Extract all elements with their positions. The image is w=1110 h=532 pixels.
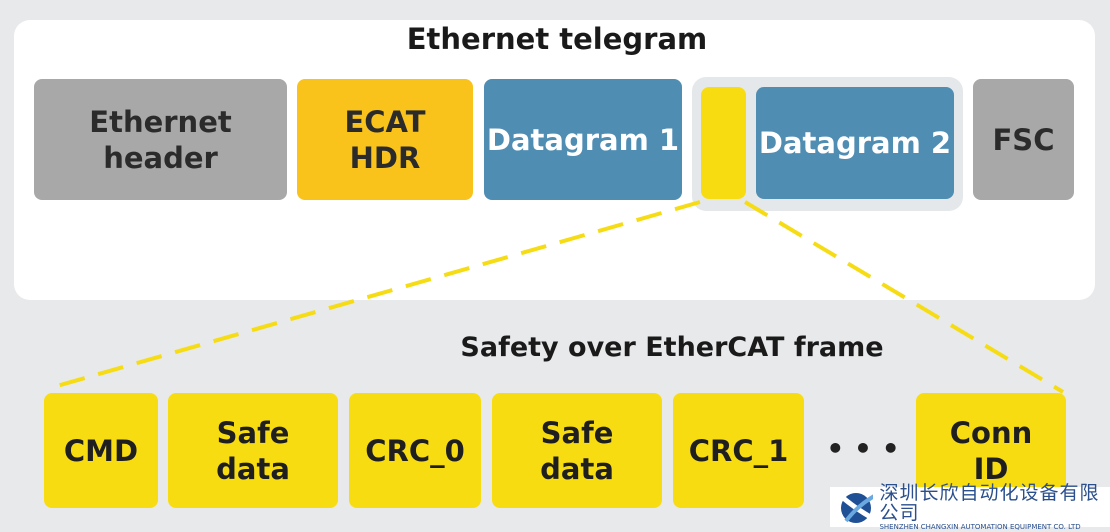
logo-english-name: SHENZHEN CHANGXIN AUTOMATION EQUIPMENT C… bbox=[879, 522, 1081, 531]
left-connector-line bbox=[49, 200, 701, 390]
crc0-block: CRC_0 bbox=[349, 393, 481, 508]
right-connector-line bbox=[743, 200, 1065, 394]
ellipsis: • • • bbox=[826, 432, 900, 465]
frame-title: Safety over EtherCAT frame bbox=[460, 332, 884, 363]
logo-icon bbox=[840, 493, 874, 523]
company-logo: 深圳长欣自动化设备有限公司 SHENZHEN CHANGXIN AUTOMATI… bbox=[830, 483, 1110, 531]
safety-frame-slot bbox=[701, 87, 746, 199]
safe-data-block-2: Safe data bbox=[492, 393, 662, 508]
datagram-2-block: Datagram 2 bbox=[756, 87, 954, 199]
logo-chinese-name: 深圳长欣自动化设备有限公司 bbox=[879, 481, 1100, 524]
ethernet-telegram-title: Ethernet telegram bbox=[406, 22, 708, 56]
ethernet-header-block: Ethernet header bbox=[34, 79, 287, 200]
datagram-1-block: Datagram 1 bbox=[484, 79, 682, 200]
fsc-block: FSC bbox=[973, 79, 1074, 200]
cmd-block: CMD bbox=[44, 393, 158, 508]
crc1-block: CRC_1 bbox=[673, 393, 804, 508]
safe-data-block-1: Safe data bbox=[168, 393, 338, 508]
ecat-hdr-block: ECAT HDR bbox=[297, 79, 473, 200]
